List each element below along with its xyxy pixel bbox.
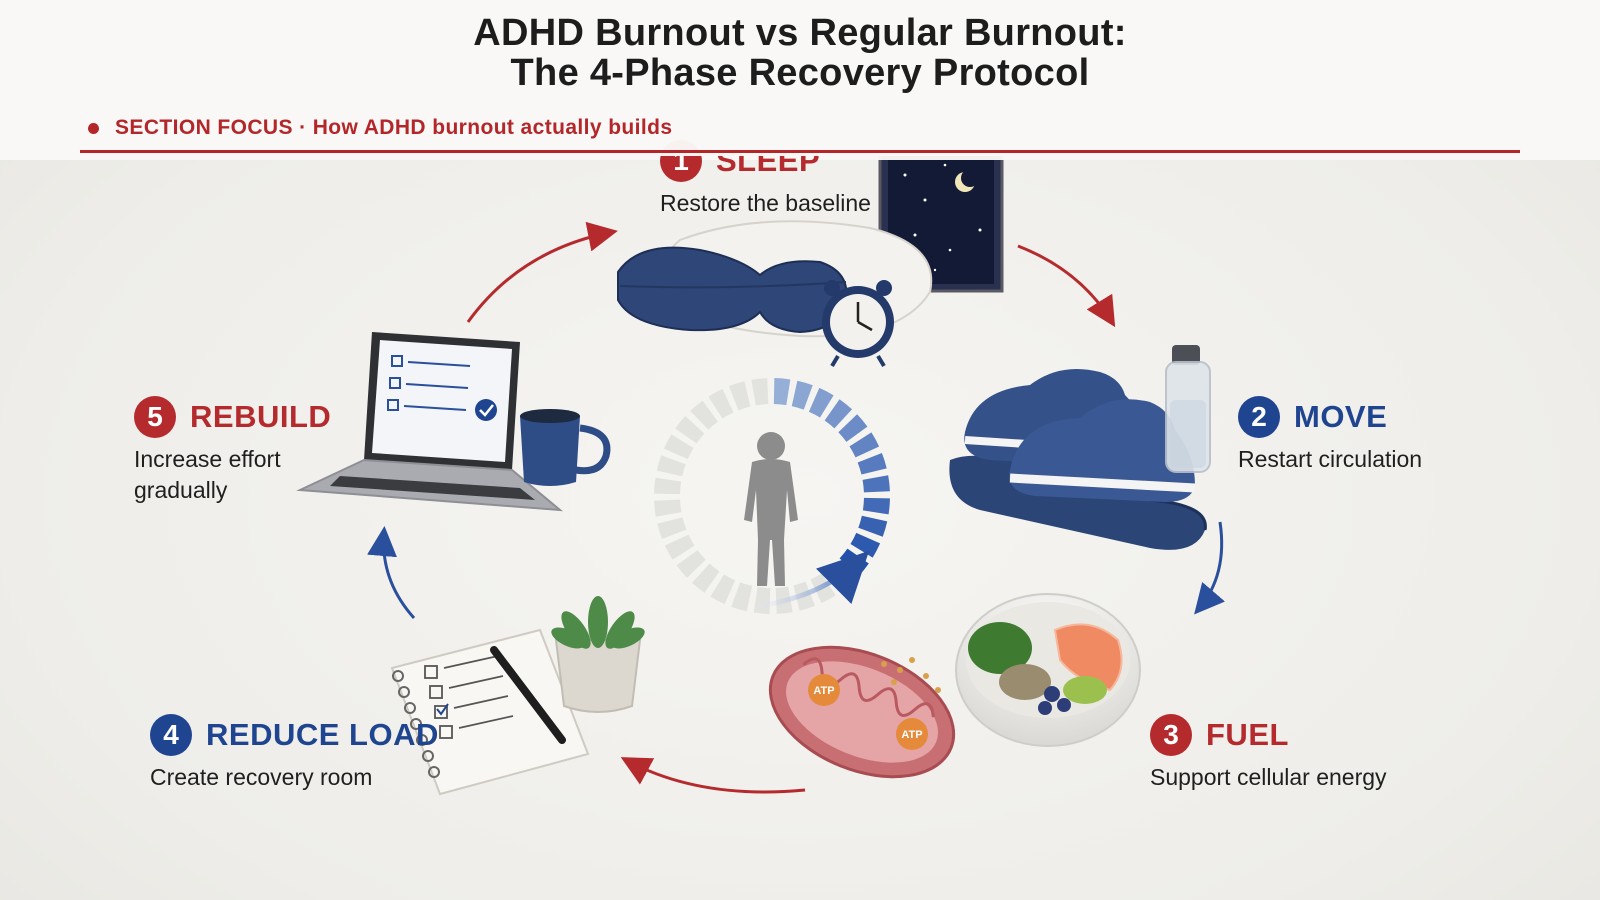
progress-ring-segment	[675, 415, 705, 444]
phase-description: Create recovery room	[150, 764, 373, 790]
progress-arrow	[743, 550, 870, 611]
page-title-line-2: The 4-Phase Recovery Protocol	[510, 52, 1090, 94]
water-bottle-icon	[1165, 345, 1211, 473]
progress-ring-segment	[657, 517, 687, 539]
laptop-icon	[296, 332, 564, 512]
succulent-icon	[551, 596, 645, 713]
phase-reduce-load: 4 REDUCE LOAD Create recovery room	[150, 714, 439, 793]
phase-number-badge: 1	[660, 140, 702, 182]
coffee-mug-icon	[520, 409, 611, 486]
section-focus-label: SECTION FOCUS · How ADHD burnout actuall…	[88, 116, 672, 140]
progress-ring-segment	[838, 414, 868, 442]
progress-ring-segment	[808, 387, 834, 418]
atp-badge-1: ATP	[808, 674, 840, 706]
person-silhouette-icon	[744, 432, 798, 586]
progress-ring-segment	[858, 515, 888, 537]
svg-text:ATP: ATP	[901, 729, 922, 741]
bullet-dot-icon	[88, 122, 99, 134]
progress-ring-segment	[676, 550, 706, 578]
mitochondria-icon	[768, 645, 956, 779]
progress-ring-segment	[690, 400, 718, 430]
phase-description: Restart circulation	[1238, 446, 1423, 472]
progress-ring-segment	[773, 378, 791, 406]
section-focus-text: SECTION FOCUS · How ADHD burnout actuall…	[115, 116, 673, 139]
progress-ring-segment	[708, 388, 734, 419]
notebook-icon	[390, 628, 590, 796]
progress-ring-segment	[753, 586, 771, 614]
progress-ring-segment	[663, 434, 694, 460]
progress-ring-segment	[731, 582, 753, 612]
page-title-line-1: ADHD Burnout vs Regular Burnout:	[473, 12, 1127, 54]
progress-ring-segment	[857, 453, 887, 475]
header-band: ADHD Burnout vs Regular Burnout: The 4-P…	[0, 0, 1600, 160]
phase-description: Restore the baseline	[660, 190, 871, 216]
phase-sleep: 1 SLEEP Restore the baseline	[660, 140, 871, 219]
svg-text:ATP: ATP	[813, 685, 834, 697]
cycle-arrow-move-to-fuel	[1194, 521, 1226, 615]
sneakers-icon	[964, 368, 1196, 502]
cycle-arrow-sleep-to-move	[1017, 244, 1116, 328]
alarm-clock-icon	[822, 280, 894, 368]
phase-title: MOVE	[1294, 399, 1388, 434]
progress-ring-segment	[729, 381, 751, 411]
progress-ring-segment	[664, 534, 695, 560]
cycle-arrow-rebuild-to-sleep	[466, 221, 618, 323]
phase-number-badge: 4	[150, 714, 192, 756]
phase-description: Increase effort gradually	[134, 446, 281, 503]
food-bowl-icon	[955, 593, 1141, 747]
progress-ring-segment	[751, 378, 769, 406]
progress-ring-segment	[656, 455, 686, 477]
progress-ring-segment	[654, 499, 682, 517]
progress-ring-segment	[654, 477, 682, 495]
phase-title: REBUILD	[190, 399, 332, 434]
atp-badge-2: ATP	[896, 718, 928, 750]
phase-number-badge: 3	[1150, 714, 1192, 756]
cycle-arrow-reduce-to-rebuild	[367, 526, 416, 619]
phase-rebuild: 5 REBUILD Increase effort gradually	[134, 396, 334, 506]
cycle-arrow-fuel-to-reduce	[620, 757, 806, 794]
phase-fuel: 3 FUEL Support cellular energy	[1150, 714, 1387, 793]
progress-ring-segment	[691, 563, 720, 593]
phase-move: 2 MOVE Restart circulation	[1238, 396, 1422, 475]
pen-icon	[490, 646, 566, 744]
progress-ring-segment	[862, 475, 890, 493]
progress-ring-segment	[791, 380, 813, 410]
phase-number-badge: 5	[134, 396, 176, 438]
progress-ring-segment	[862, 497, 890, 515]
phase-title: REDUCE LOAD	[206, 717, 439, 752]
phase-title: SLEEP	[716, 143, 821, 178]
phase-description: Support cellular energy	[1150, 764, 1387, 790]
progress-ring-segment	[824, 399, 853, 429]
progress-ring-segment	[849, 432, 880, 458]
phase-title: FUEL	[1206, 717, 1289, 752]
progress-ring-segment	[710, 574, 736, 605]
phase-number-badge: 2	[1238, 396, 1280, 438]
progress-ring-segment	[850, 532, 881, 558]
